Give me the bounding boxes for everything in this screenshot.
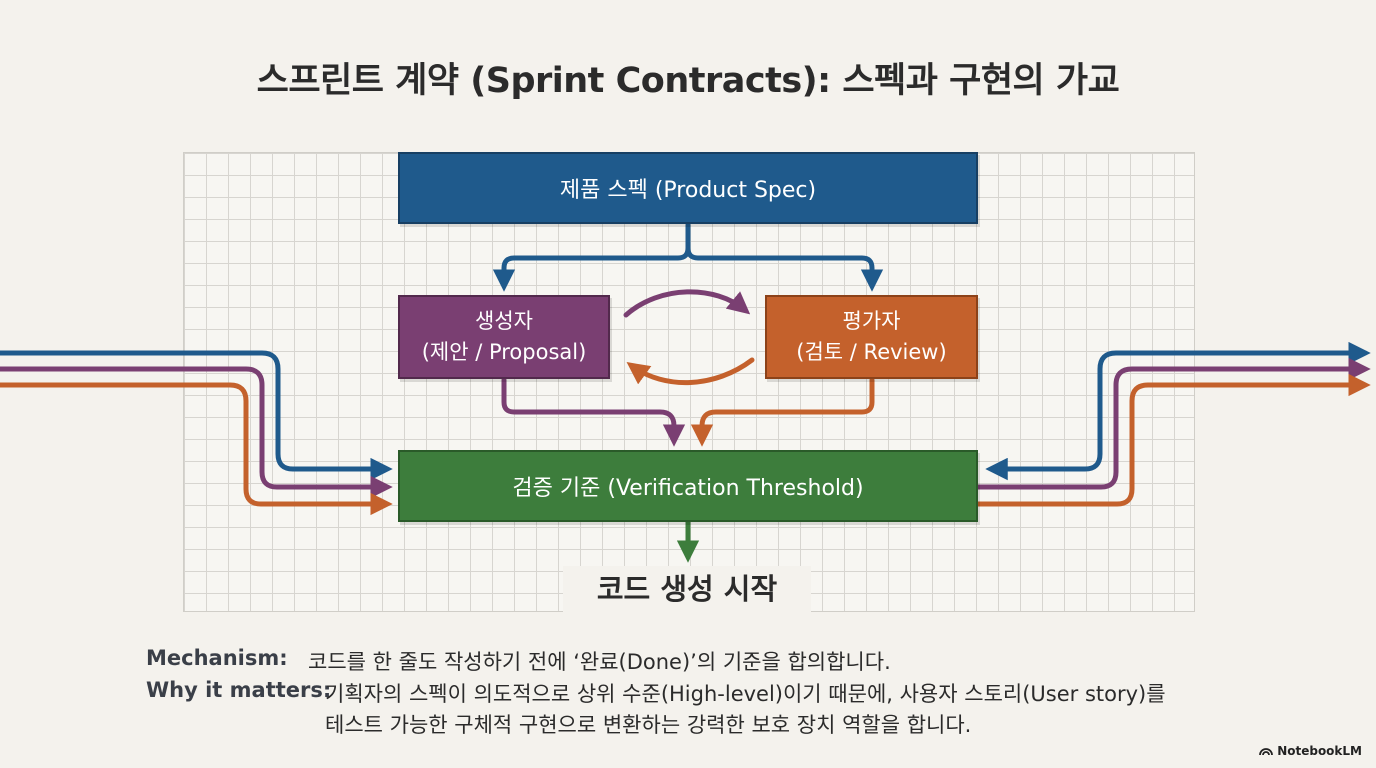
product-spec-box: 제품 스펙 (Product Spec) [398,152,978,224]
review-arrow [626,357,755,385]
evaluator-box: 평가자 (검토 / Review) [765,295,978,379]
notebooklm-logo-icon [1259,748,1274,756]
verification-label: 검증 기준 (Verification Threshold) [512,476,864,501]
brand-watermark: NotebookLM [1259,744,1362,758]
why-it-matters-label: Why it matters: [146,678,332,702]
generator-subtitle: (제안 / Proposal) [421,340,587,364]
brand-label: NotebookLM [1277,744,1362,758]
spec-to-generator-arrow [492,222,691,292]
code-generation-start-label: 코드 생성 시작 [563,566,811,612]
evaluator-to-verification-arrow [690,377,875,447]
page-title: 스프린트 계약 (Sprint Contracts): 스펙과 구현의 가교 [256,61,1120,101]
why-it-matters-text-line2: 테스트 가능한 구체적 구현으로 변환하는 강력한 보호 장치 역할을 합니다. [325,713,972,737]
evaluator-title: 평가자 [842,309,901,333]
proposal-arrow [623,289,751,318]
why-it-matters-text-line1: 기획자의 스펙이 의도적으로 상위 수준(High-level)이기 때문에, … [325,682,1166,706]
left-blue-line [0,350,393,481]
generator-to-verification-arrow [501,377,686,447]
right-purple-line [975,357,1371,490]
left-purple-line [0,366,393,499]
generator-title: 생성자 [475,309,533,333]
spec-to-evaluator-arrow [685,245,884,292]
left-orange-line [0,382,393,516]
mechanism-text: 코드를 한 줄도 작성하기 전에 ‘완료(Done)’의 기준을 합의합니다. [308,650,891,674]
right-orange-line [975,373,1371,507]
right-blue-line [985,350,1368,481]
product-spec-label: 제품 스펙 (Product Spec) [559,178,817,203]
verification-threshold-box: 검증 기준 (Verification Threshold) [398,450,978,522]
mechanism-label: Mechanism: [146,646,288,670]
evaluator-subtitle: (검토 / Review) [796,340,947,364]
generator-box: 생성자 (제안 / Proposal) [398,295,610,379]
